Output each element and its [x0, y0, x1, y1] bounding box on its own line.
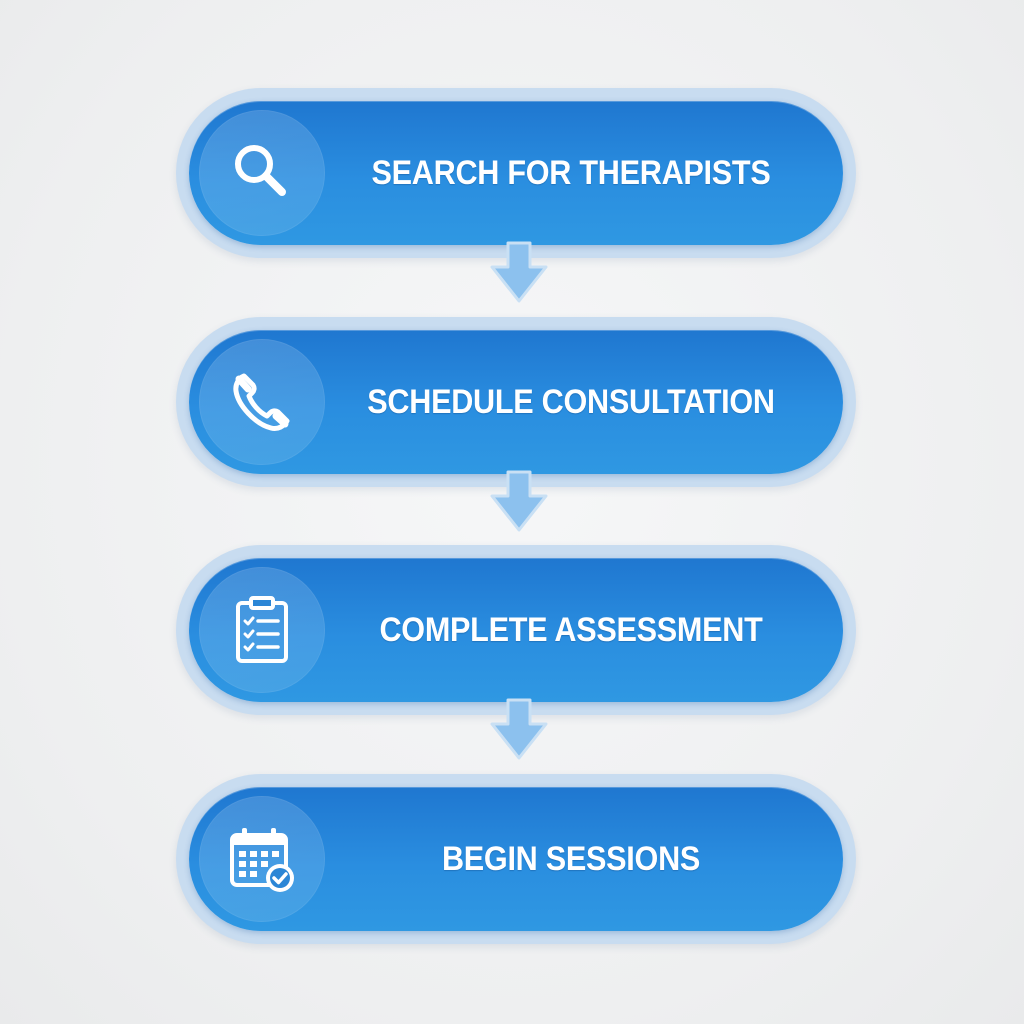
step-pill: SCHEDULE CONSULTATION: [189, 330, 843, 474]
step-icon-badge: [199, 796, 325, 922]
step-icon-badge: [199, 110, 325, 236]
step-label: COMPLETE ASSESSMENT: [379, 610, 763, 649]
step-label: BEGIN SESSIONS: [441, 839, 701, 878]
step-icon-badge: [199, 567, 325, 693]
step-begin-sessions[interactable]: BEGIN SESSIONS: [176, 774, 856, 944]
step-complete-assessment[interactable]: COMPLETE ASSESSMENT: [176, 545, 856, 715]
step-pill: COMPLETE ASSESSMENT: [189, 558, 843, 702]
down-arrow-icon: [490, 698, 548, 760]
step-label: SCHEDULE CONSULTATION: [367, 382, 775, 421]
step-label: SEARCH FOR THERAPISTS: [371, 153, 771, 192]
step-pill: BEGIN SESSIONS: [189, 787, 843, 931]
clipboard-checklist-icon: [236, 596, 288, 663]
step-search-for-therapists[interactable]: SEARCH FOR THERAPISTS: [176, 88, 856, 258]
step-icon-badge: [199, 339, 325, 465]
step-schedule-consultation[interactable]: SCHEDULE CONSULTATION: [176, 317, 856, 487]
magnifying-glass-icon: [235, 145, 286, 196]
down-arrow-icon: [490, 470, 548, 532]
calendar-check-icon: [230, 828, 294, 892]
down-arrow-icon: [490, 241, 548, 303]
phone-icon: [233, 373, 290, 431]
step-pill: SEARCH FOR THERAPISTS: [189, 101, 843, 245]
